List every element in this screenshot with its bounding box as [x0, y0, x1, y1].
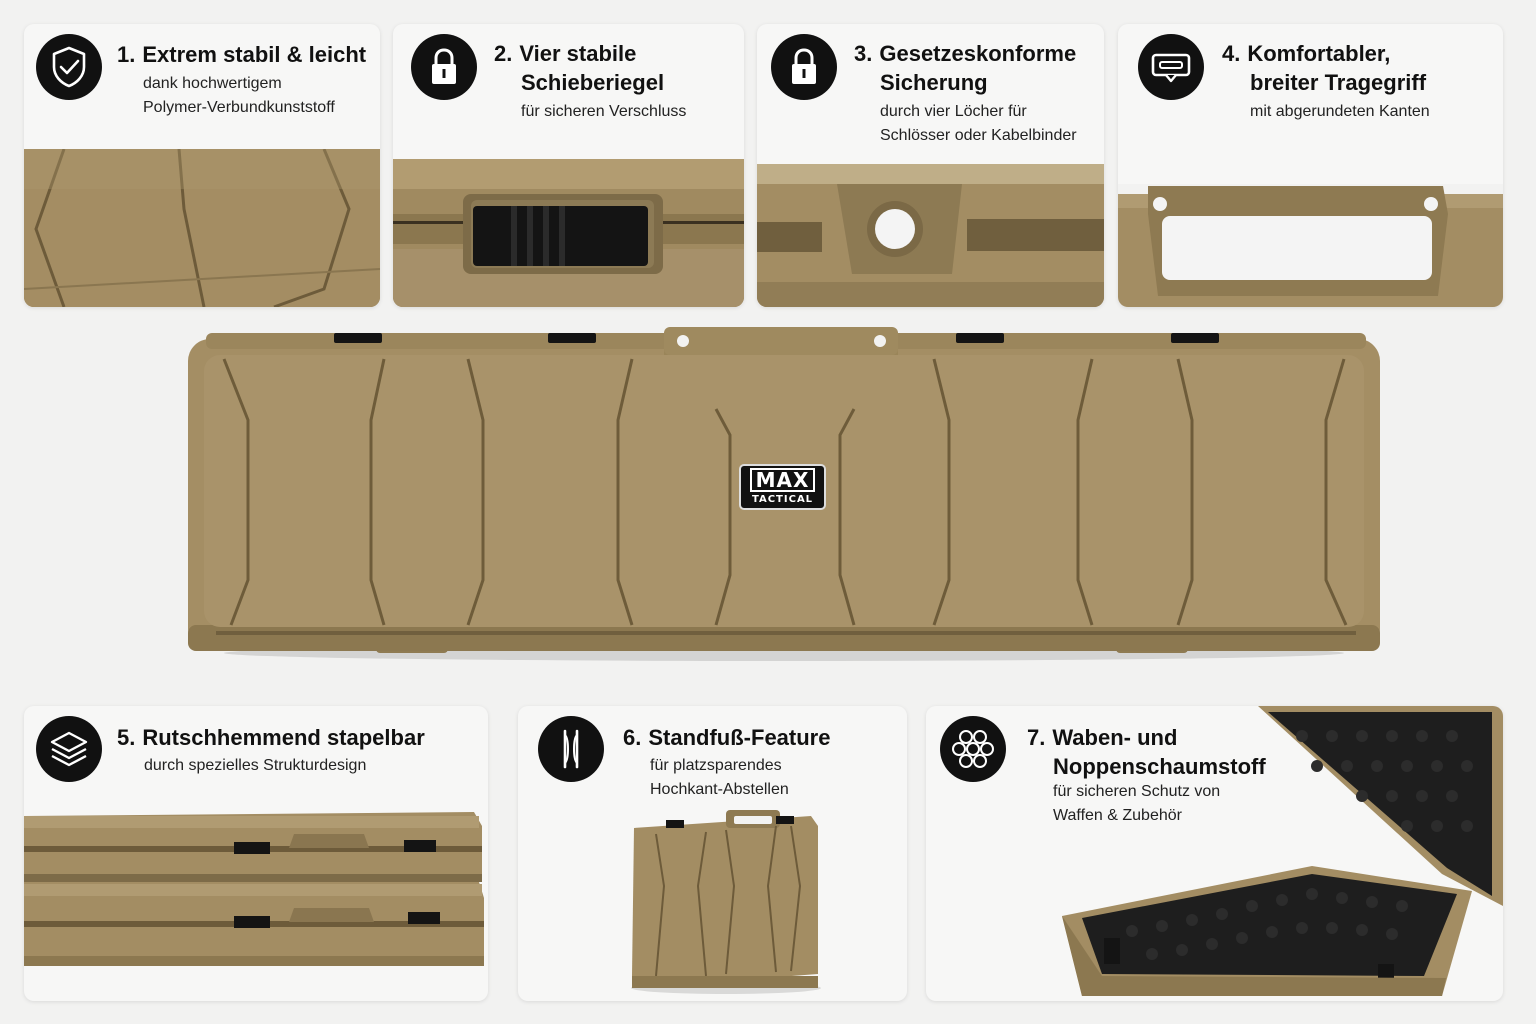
feature-card-1: 1.Extrem stabil & leicht dank hochwertig… — [24, 24, 380, 307]
feature-card-5: 5.Rutschhemmend stapelbar durch speziell… — [24, 706, 488, 1001]
standing-feet-icon — [538, 716, 604, 782]
max-tactical-logo: MAX TACTICAL — [739, 464, 826, 510]
feature-subtitle: für sicheren Verschluss — [521, 103, 687, 120]
feature-card-6: 6.Standfuß-Feature für platzsparendes Ho… — [518, 706, 907, 1001]
feature-subtitle: für platzsparendes Hochkant-Abstellen — [650, 757, 789, 798]
logo-tactical-text: TACTICAL — [751, 494, 814, 505]
feature-subtitle: durch vier Löcher für Schlösser oder Kab… — [880, 103, 1077, 144]
open-case-foam-photo — [1062, 706, 1503, 1001]
main-case-image: MAX TACTICAL — [186, 325, 1382, 661]
feature-title: 6.Standfuß-Feature — [623, 725, 831, 750]
case-surface-photo — [24, 149, 380, 307]
feature-title: 4.Komfortabler, breiter Tragegriff — [1222, 41, 1427, 95]
shield-check-icon — [36, 34, 102, 100]
feature-title: 5.Rutschhemmend stapelbar — [117, 725, 425, 750]
feature-title: 3.Gesetzeskonforme Sicherung — [854, 41, 1077, 95]
handle-photo — [1118, 184, 1503, 307]
feature-title: 2.Vier stabile Schieberiegel — [494, 41, 665, 95]
honeycomb-icon — [940, 716, 1006, 782]
stacked-cases-photo — [24, 806, 488, 1001]
feature-card-4: 4.Komfortabler, breiter Tragegriff mit a… — [1118, 24, 1503, 307]
feature-title: 1.Extrem stabil & leicht — [117, 42, 367, 67]
layers-icon — [36, 716, 102, 782]
lock-hole-photo — [757, 164, 1104, 307]
feature-subtitle: dank hochwertigem Polymer-Verbundkunstst… — [143, 75, 335, 116]
padlock-icon — [411, 34, 477, 100]
feature-card-7: 7.Waben- und Noppenschaumstoff für siche… — [926, 706, 1503, 1001]
padlock-icon — [771, 34, 837, 100]
feature-card-2: 2.Vier stabile Schieberiegel für sichere… — [393, 24, 744, 307]
feature-title: 7.Waben- und Noppenschaumstoff — [1027, 725, 1266, 779]
feature-card-3: 3.Gesetzeskonforme Sicherung durch vier … — [757, 24, 1104, 307]
logo-max-text: MAX — [749, 468, 816, 492]
feature-subtitle: durch spezielles Strukturdesign — [144, 757, 367, 774]
feature-subtitle: für sicheren Schutz von Waffen & Zubehör — [1053, 783, 1221, 824]
latch-photo — [393, 159, 744, 307]
handle-icon — [1138, 34, 1204, 100]
feature-subtitle: mit abgerundeten Kanten — [1250, 103, 1430, 120]
upright-case-photo — [626, 806, 826, 996]
